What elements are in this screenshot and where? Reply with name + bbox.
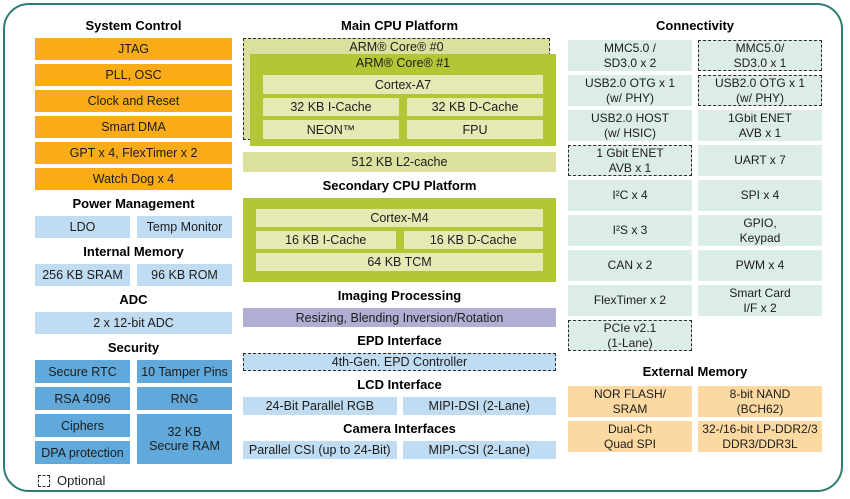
optional-legend: Optional	[38, 473, 232, 488]
section-title-imaging: Imaging Processing	[337, 288, 462, 303]
block-watchdog: Watch Dog x 4	[35, 168, 232, 190]
section-title-secondary-cpu: Secondary CPU Platform	[322, 178, 477, 193]
block-adc: 2 x 12-bit ADC	[35, 312, 232, 334]
block-gpio-keypad: GPIO, Keypad	[698, 215, 822, 246]
block-pcie-optional: PCIe v2.1 (1-Lane)	[568, 320, 692, 351]
block-usb-otg-optional: USB2.0 OTG x 1 (w/ PHY)	[698, 75, 822, 106]
block-mipi-dsi: MIPI-DSI (2-Lane)	[402, 397, 556, 415]
block-m4-dcache: 16 KB D-Cache	[403, 231, 543, 249]
section-title-power-management: Power Management	[72, 196, 195, 211]
block-l2-cache: 512 KB L2-cache	[243, 152, 556, 172]
block-neon: NEON™	[263, 120, 399, 139]
section-title-adc: ADC	[119, 292, 148, 307]
block-usb-otg: USB2.0 OTG x 1 (w/ PHY)	[568, 75, 692, 106]
diagram-border	[3, 3, 843, 492]
block-a7-icache: 32 KB I-Cache	[263, 98, 399, 116]
block-cortex-m4: Cortex-M4	[256, 209, 543, 227]
block-usb-host: USB2.0 HOST (w/ HSIC)	[568, 110, 692, 141]
block-jtag: JTAG	[35, 38, 232, 60]
security-grid: Secure RTC 10 Tamper Pins RSA 4096 RNG C…	[35, 360, 232, 464]
block-ciphers: Ciphers	[35, 414, 130, 437]
section-title-system-control: System Control	[85, 18, 182, 33]
section-title-security: Security	[107, 340, 160, 355]
block-mmc-sd-x1-optional: MMC5.0/ SD3.0 x 1	[698, 40, 822, 71]
block-dpa-protection: DPA protection	[35, 441, 130, 464]
block-secure-rtc: Secure RTC	[35, 360, 130, 383]
block-nor-flash: NOR FLASH/ SRAM	[568, 386, 692, 417]
section-title-external-memory: External Memory	[642, 364, 748, 379]
connectivity-grid: MMC5.0 / SD3.0 x 2 MMC5.0/ SD3.0 x 1 USB…	[568, 40, 822, 351]
block-smart-card: Smart Card I/F x 2	[698, 285, 822, 316]
external-memory-grid: NOR FLASH/ SRAM 8-bit NAND (BCH62) Dual-…	[568, 386, 822, 452]
section-title-lcd: LCD Interface	[357, 377, 442, 392]
block-ddr: 32-/16-bit LP-DDR2/3 DDR3/DDR3L	[698, 421, 822, 452]
block-mipi-csi: MIPI-CSI (2-Lane)	[402, 441, 556, 459]
section-title-camera: Camera Interfaces	[343, 421, 456, 436]
block-epd-controller: 4th-Gen. EPD Controller	[243, 353, 556, 371]
block-fpu: FPU	[407, 120, 543, 139]
left-column: System Control JTAG PLL, OSC Clock and R…	[35, 10, 232, 488]
block-uart: UART x 7	[698, 145, 822, 176]
block-mmc-sd-x2: MMC5.0 / SD3.0 x 2	[568, 40, 692, 71]
block-arm-core-1: ARM® Core® #1 Cortex-A7 32 KB I-Cache 32…	[250, 54, 556, 146]
block-cortex-a7: Cortex-A7	[263, 75, 543, 94]
block-tcm: 64 KB TCM	[256, 253, 543, 271]
block-quad-spi: Dual-Ch Quad SPI	[568, 421, 692, 452]
block-clock-and-reset: Clock and Reset	[35, 90, 232, 112]
block-temp-monitor: Temp Monitor	[137, 216, 232, 238]
right-column: Connectivity MMC5.0 / SD3.0 x 2 MMC5.0/ …	[568, 10, 822, 452]
optional-legend-label: Optional	[57, 473, 106, 488]
block-sram: 256 KB SRAM	[35, 264, 130, 286]
block-gbit-enet-optional: 1 Gbit ENET AVB x 1	[568, 145, 692, 176]
block-i2c: I²C x 4	[568, 180, 692, 211]
block-rsa: RSA 4096	[35, 387, 130, 410]
block-secure-ram: 32 KB Secure RAM	[137, 414, 232, 464]
block-rom: 96 KB ROM	[137, 264, 232, 286]
block-imaging-processing: Resizing, Blending Inversion/Rotation	[243, 308, 556, 327]
block-i2s: I²S x 3	[568, 215, 692, 246]
block-m4-icache: 16 KB I-Cache	[256, 231, 396, 249]
block-pll-osc: PLL, OSC	[35, 64, 232, 86]
arm-core-0-label: ARM® Core® #0	[349, 40, 444, 54]
block-can: CAN x 2	[568, 250, 692, 281]
optional-dashed-box-icon	[38, 474, 50, 487]
main-cpu-block: ARM® Core® #0 ARM® Core® #1 Cortex-A7 32…	[243, 38, 556, 146]
block-parallel-csi: Parallel CSI (up to 24-Bit)	[243, 441, 397, 459]
block-spi: SPI x 4	[698, 180, 822, 211]
block-a7-dcache: 32 KB D-Cache	[407, 98, 543, 116]
section-title-internal-memory: Internal Memory	[83, 244, 184, 259]
block-smart-dma: Smart DMA	[35, 116, 232, 138]
arm-core-1-label: ARM® Core® #1	[355, 56, 451, 70]
block-tamper-pins: 10 Tamper Pins	[137, 360, 232, 383]
block-flextimer: FlexTimer x 2	[568, 285, 692, 316]
block-ldo: LDO	[35, 216, 130, 238]
section-title-connectivity: Connectivity	[655, 18, 734, 33]
section-title-epd: EPD Interface	[357, 333, 442, 348]
block-rng: RNG	[137, 387, 232, 410]
section-title-main-cpu: Main CPU Platform	[340, 18, 458, 33]
block-gbit-enet: 1Gbit ENET AVB x 1	[698, 110, 822, 141]
middle-column: Main CPU Platform ARM® Core® #0 ARM® Cor…	[243, 10, 556, 459]
block-gpt-flextimer: GPT x 4, FlexTimer x 2	[35, 142, 232, 164]
block-parallel-rgb: 24-Bit Parallel RGB	[243, 397, 397, 415]
block-nand: 8-bit NAND (BCH62)	[698, 386, 822, 417]
secondary-cpu-block: Cortex-M4 16 KB I-Cache 16 KB D-Cache 64…	[243, 198, 556, 282]
block-pwm: PWM x 4	[698, 250, 822, 281]
